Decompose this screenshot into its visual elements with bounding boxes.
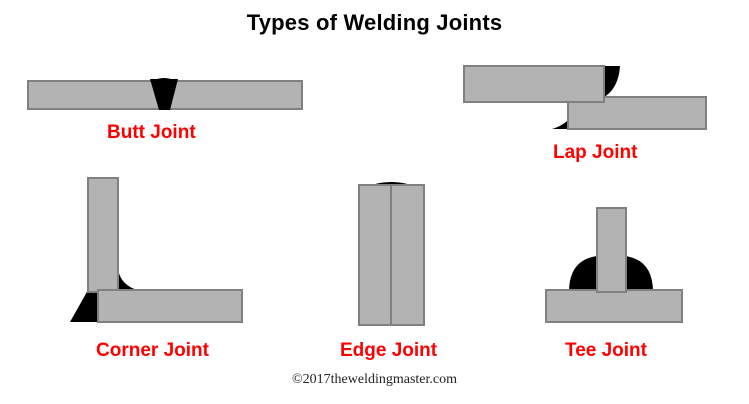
corner-joint-figure xyxy=(70,177,243,323)
butt-joint-plate xyxy=(27,80,303,110)
tee-joint-right-weld xyxy=(625,256,653,292)
joint-label-butt: Butt Joint xyxy=(107,122,196,143)
joint-label-lap: Lap Joint xyxy=(553,142,638,163)
lap-joint-figure xyxy=(463,65,707,130)
tee-joint-left-weld xyxy=(569,256,597,292)
tee-joint-vertical-plate xyxy=(596,207,627,293)
tee-joint-base-plate xyxy=(545,289,683,323)
lap-joint-top-plate xyxy=(463,65,605,103)
lap-joint-lower-weld xyxy=(552,97,580,129)
corner-joint-inner-weld xyxy=(118,268,146,292)
lap-joint-upper-weld xyxy=(592,66,620,102)
joint-label-tee: Tee Joint xyxy=(565,340,647,361)
corner-joint-horizontal-plate xyxy=(97,289,243,323)
lap-joint-bottom-plate xyxy=(567,96,707,130)
edge-joint-right-plate xyxy=(390,184,425,326)
corner-joint-vertical-plate xyxy=(87,177,119,293)
butt-joint-figure xyxy=(27,78,303,110)
corner-joint-outer-weld xyxy=(70,290,98,322)
butt-joint-weld-cap xyxy=(150,78,178,82)
joint-label-corner: Corner Joint xyxy=(96,340,209,361)
page-title: Types of Welding Joints xyxy=(246,10,503,35)
joint-label-edge: Edge Joint xyxy=(340,340,438,361)
edge-joint-weld-cap xyxy=(359,182,424,190)
edge-joint-left-plate xyxy=(358,184,392,326)
edge-joint-figure xyxy=(358,182,425,326)
tee-joint-figure xyxy=(545,207,683,323)
copyright-notice: ©2017theweldingmaster.com xyxy=(292,372,457,387)
butt-joint-v-groove-weld xyxy=(150,79,178,110)
